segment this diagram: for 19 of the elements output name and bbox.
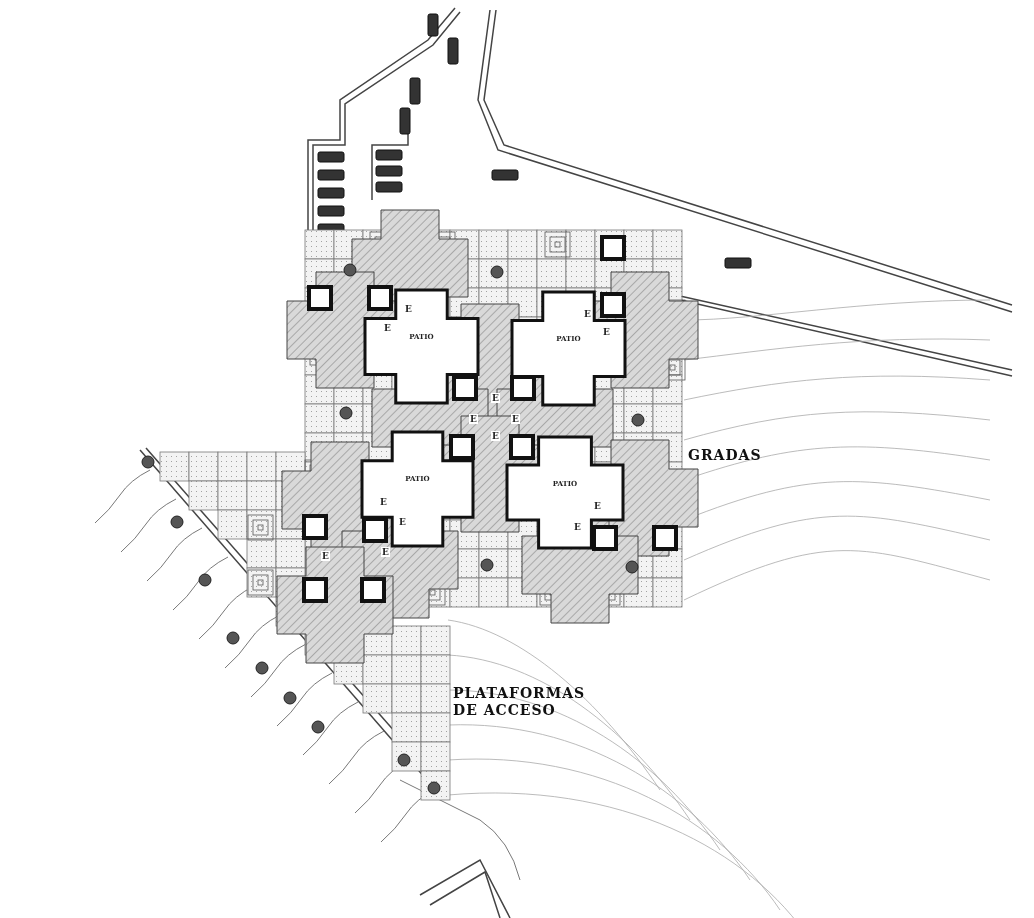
plan-mark: E xyxy=(491,431,500,441)
patio-area xyxy=(360,430,475,548)
plan-mark: E xyxy=(602,327,611,337)
plan-mark: E xyxy=(469,414,478,424)
plan-mark: E xyxy=(321,551,330,561)
area-label: GRADAS xyxy=(688,447,763,464)
plan-mark: E xyxy=(593,501,602,511)
plan-mark: E xyxy=(491,393,500,403)
area-label: PLATAFORMAS DE ACCESO xyxy=(453,685,583,719)
plan-mark: E xyxy=(398,517,407,527)
patio-area xyxy=(363,288,480,405)
plan-mark: E xyxy=(404,304,413,314)
patio-area xyxy=(505,435,625,550)
plan-mark: E xyxy=(583,309,592,319)
plan-mark: E xyxy=(511,414,520,424)
patio-area xyxy=(510,290,627,407)
plan-mark: E xyxy=(573,522,582,532)
plan-mark: E xyxy=(379,497,388,507)
plan-mark: E xyxy=(383,323,392,333)
